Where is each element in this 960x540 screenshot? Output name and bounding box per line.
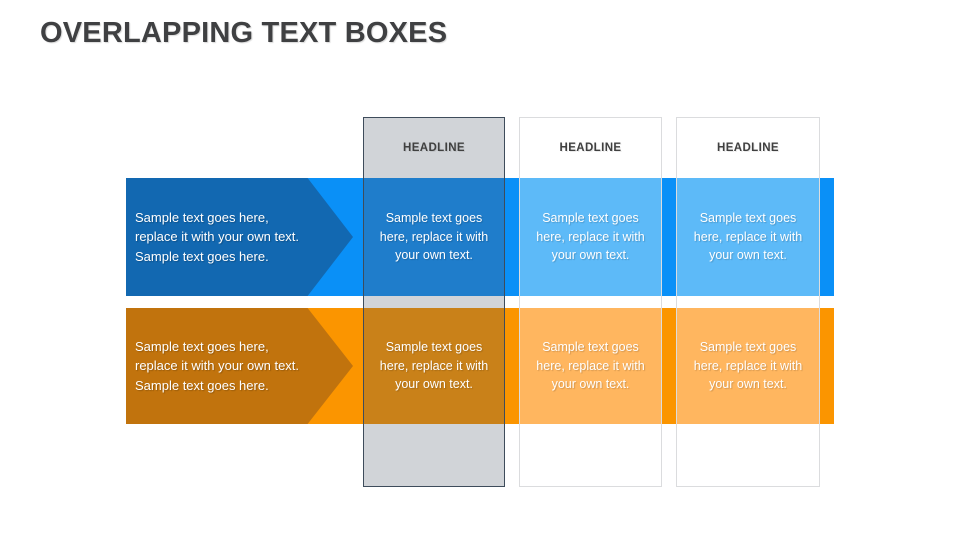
column-3-orange-cell: Sample text goes here, replace it with y… [677, 308, 819, 424]
orange-arrow-line: Sample text goes here, [135, 338, 269, 354]
column-2-blue-cell: Sample text goes here, replace it with y… [520, 178, 661, 296]
cell-text-line: here, replace it with [536, 358, 645, 373]
cell-text-line: your own text. [395, 377, 473, 392]
cell-text-line: your own text. [709, 377, 787, 392]
column-1-orange-cell: Sample text goes here, replace it with y… [364, 308, 504, 424]
cell-text-line: Sample text goes [542, 211, 639, 226]
column-2: HEADLINE Sample text goes here, replace … [519, 117, 662, 487]
page-title: OVERLAPPING TEXT BOXES [40, 17, 448, 49]
orange-arrow-line: replace it with your own text. [135, 358, 300, 374]
column-1-headline: HEADLINE [403, 142, 465, 154]
cell-text-line: Sample text goes [385, 211, 483, 226]
cell-text-line: here, replace it with [379, 358, 489, 373]
cell-text-line: here, replace it with [379, 229, 489, 244]
cell-text-line: here, replace it with [693, 358, 803, 373]
column-2-orange-cell: Sample text goes here, replace it with y… [520, 308, 661, 424]
cell-text-line: Sample text goes [699, 211, 797, 226]
blue-arrow-text: Sample text goes here, replace it with y… [126, 208, 299, 267]
blue-arrow-line: replace it with your own text. [135, 229, 300, 245]
column-3-blue-cell: Sample text goes here, replace it with y… [677, 178, 819, 296]
cell-text-line: here, replace it with [536, 229, 645, 244]
orange-arrow-text: Sample text goes here, replace it with y… [126, 337, 299, 396]
column-3-headline: HEADLINE [717, 142, 779, 154]
cell-text-line: Sample text goes [699, 340, 797, 355]
column-1-blue-cell: Sample text goes here, replace it with y… [364, 178, 504, 296]
column-1: HEADLINE Sample text goes here, replace … [363, 117, 505, 487]
orange-arrow-textbox: Sample text goes here, replace it with y… [126, 308, 353, 424]
cell-text-line: your own text. [709, 248, 787, 263]
column-2-headline: HEADLINE [559, 142, 622, 154]
cell-text-line: here, replace it with [693, 229, 803, 244]
blue-arrow-line: Sample text goes here. [135, 248, 269, 264]
cell-text-line: your own text. [395, 248, 473, 263]
column-3: HEADLINE Sample text goes here, replace … [676, 117, 820, 487]
cell-text-line: your own text. [551, 377, 630, 392]
blue-arrow-line: Sample text goes here, [135, 209, 269, 225]
cell-text-line: Sample text goes [542, 340, 639, 355]
blue-arrow-textbox: Sample text goes here, replace it with y… [126, 178, 353, 296]
cell-text-line: Sample text goes [385, 340, 483, 355]
cell-text-line: your own text. [551, 248, 630, 263]
orange-arrow-line: Sample text goes here. [135, 377, 269, 393]
